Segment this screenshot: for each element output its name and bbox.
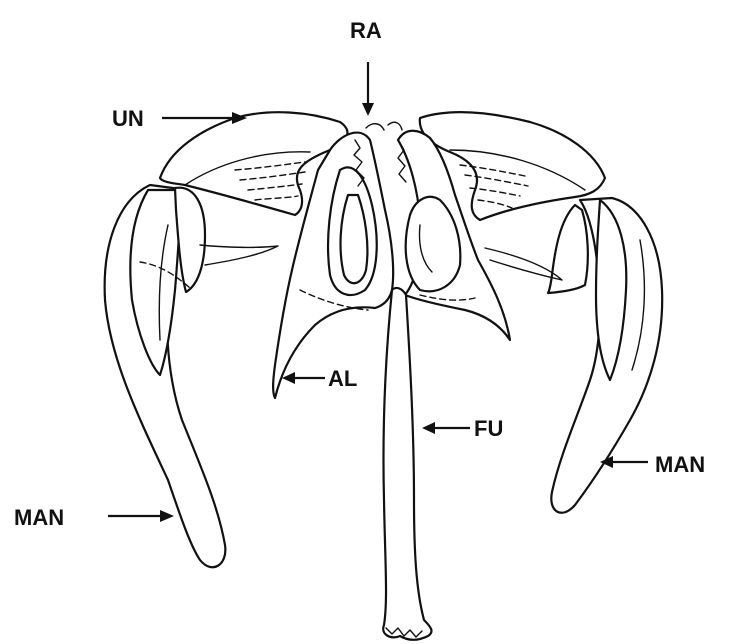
arrow-un [162,112,247,124]
label-man-left: MAN [14,505,64,530]
label-al: AL [328,366,357,391]
arrow-al [282,372,325,384]
label-man-right: MAN [655,452,705,477]
right-valva [548,198,662,513]
arrow-fu [422,422,470,434]
label-ra: RA [350,18,382,43]
label-fu: FU [474,416,503,441]
arrow-ra [362,62,374,116]
left-valva [105,185,226,567]
label-un: UN [112,106,144,131]
arrow-man-left [108,510,174,522]
fultura-stalk [383,288,431,640]
